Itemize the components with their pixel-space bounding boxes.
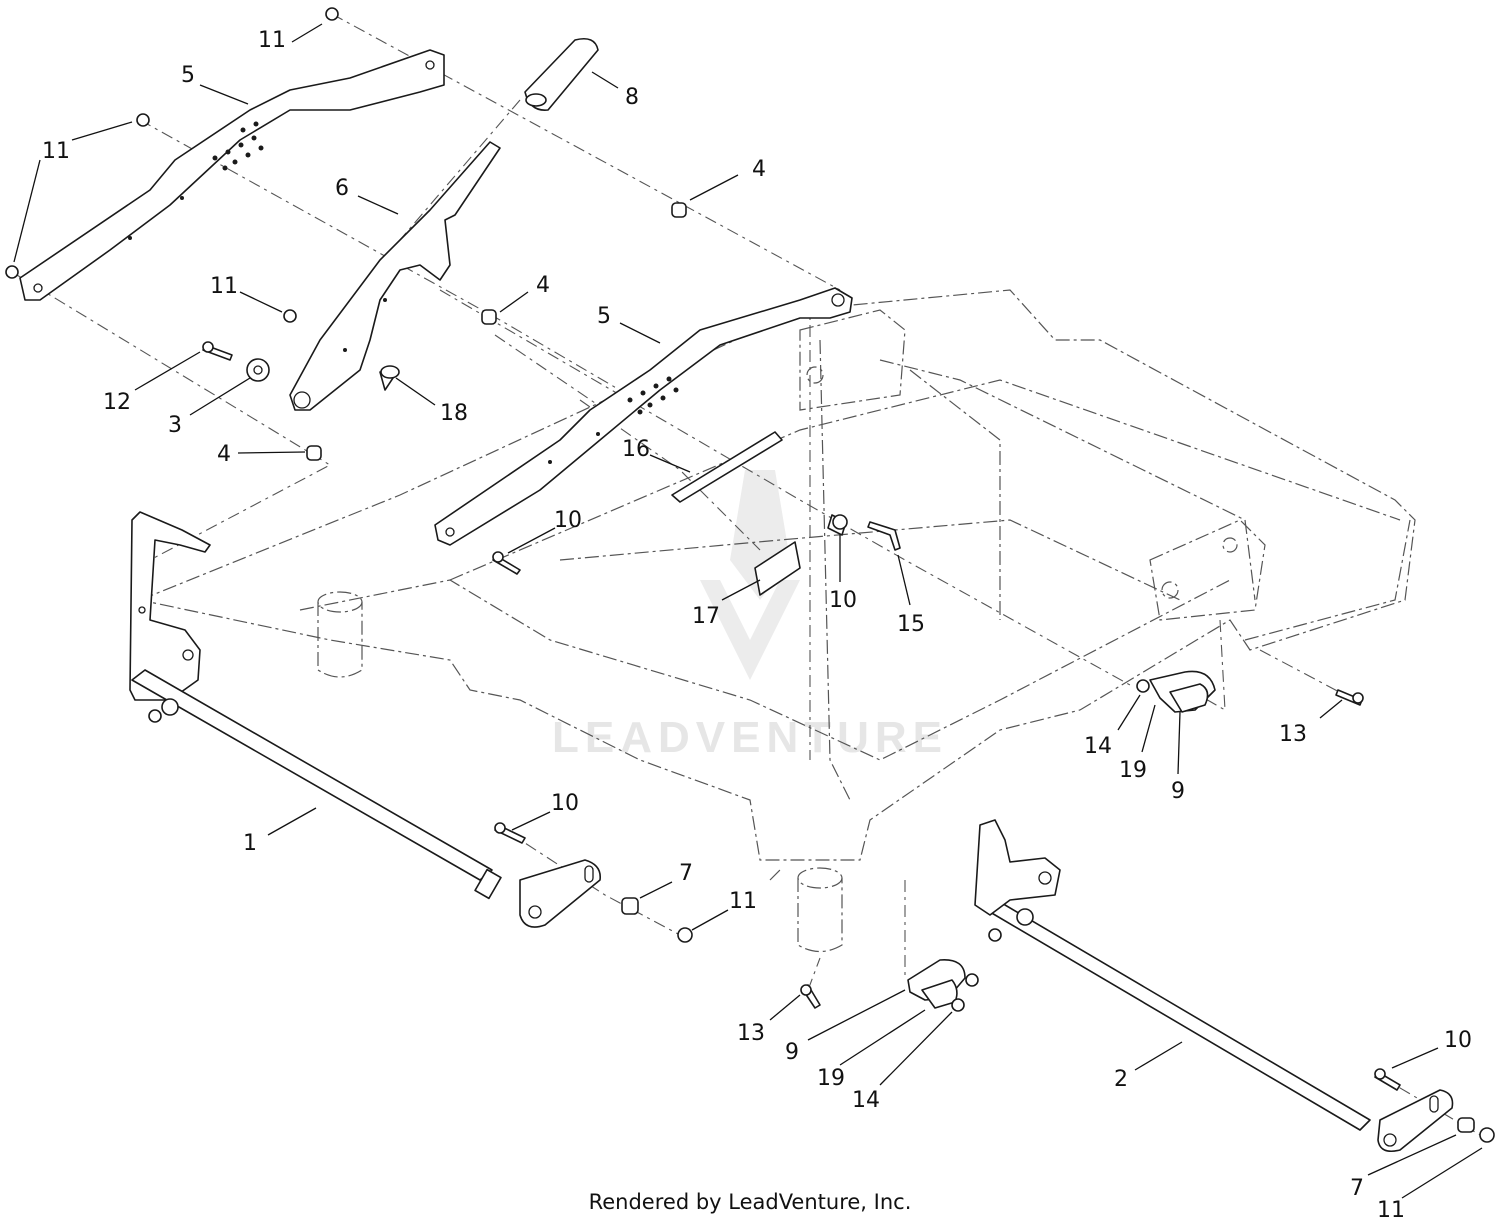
callout-13: 13 bbox=[1279, 722, 1307, 747]
leader-lines bbox=[13, 23, 1483, 1199]
watermark-text: LEADVENTURE bbox=[552, 713, 948, 762]
callout-14: 14 bbox=[852, 1088, 880, 1113]
callout-11: 11 bbox=[729, 889, 757, 914]
callout-4: 4 bbox=[536, 273, 550, 298]
callout-7: 7 bbox=[679, 861, 693, 886]
callout-7: 7 bbox=[1350, 1176, 1364, 1201]
callout-8: 8 bbox=[625, 85, 639, 110]
callout-17: 17 bbox=[692, 604, 720, 629]
callout-6: 6 bbox=[335, 176, 349, 201]
callout-9: 9 bbox=[785, 1040, 799, 1065]
callout-11: 11 bbox=[1377, 1198, 1405, 1223]
callout-12: 12 bbox=[103, 390, 131, 415]
callout-11: 11 bbox=[258, 28, 286, 53]
perforation-holes bbox=[627, 376, 679, 415]
callout-10: 10 bbox=[551, 791, 579, 816]
callout-3: 3 bbox=[168, 413, 182, 438]
part-8-grip bbox=[524, 37, 599, 111]
callout-2: 2 bbox=[1114, 1067, 1128, 1092]
fasteners bbox=[5, 7, 1495, 1143]
part-1-bar bbox=[131, 669, 602, 928]
callout-10: 10 bbox=[554, 508, 582, 533]
perforation-holes bbox=[212, 121, 264, 171]
left-bracket bbox=[129, 511, 211, 701]
callout-19: 19 bbox=[1119, 758, 1147, 783]
callout-4: 4 bbox=[752, 157, 766, 182]
callout-16: 16 bbox=[622, 437, 650, 462]
chassis-frame bbox=[137, 289, 1416, 953]
callout-4: 4 bbox=[217, 442, 231, 467]
part-5-right-arm bbox=[434, 287, 853, 546]
callout-5: 5 bbox=[597, 304, 611, 329]
callout-10: 10 bbox=[829, 588, 857, 613]
callout-18: 18 bbox=[440, 401, 468, 426]
part-9-clamp-left bbox=[907, 959, 979, 1012]
rendered-by-footer: Rendered by LeadVenture, Inc. bbox=[588, 1190, 912, 1214]
callout-5: 5 bbox=[181, 63, 195, 88]
callout-11: 11 bbox=[210, 274, 238, 299]
callout-19: 19 bbox=[817, 1066, 845, 1091]
callout-15: 15 bbox=[897, 612, 925, 637]
part-6-lever bbox=[289, 141, 501, 411]
callout-9: 9 bbox=[1171, 779, 1185, 804]
callout-13: 13 bbox=[737, 1021, 765, 1046]
callout-1: 1 bbox=[243, 831, 257, 856]
watermark: LEADVENTURE bbox=[552, 470, 948, 762]
callout-10: 10 bbox=[1444, 1028, 1472, 1053]
part-5-left-arm bbox=[19, 49, 445, 301]
callout-labels: 11 5 8 11 4 6 11 4 5 12 3 18 4 16 10 17 … bbox=[42, 28, 1472, 1223]
callout-11: 11 bbox=[42, 139, 70, 164]
part-9-clamp-right bbox=[1136, 670, 1216, 713]
callout-14: 14 bbox=[1084, 734, 1112, 759]
part-2-bar bbox=[974, 819, 1454, 1153]
